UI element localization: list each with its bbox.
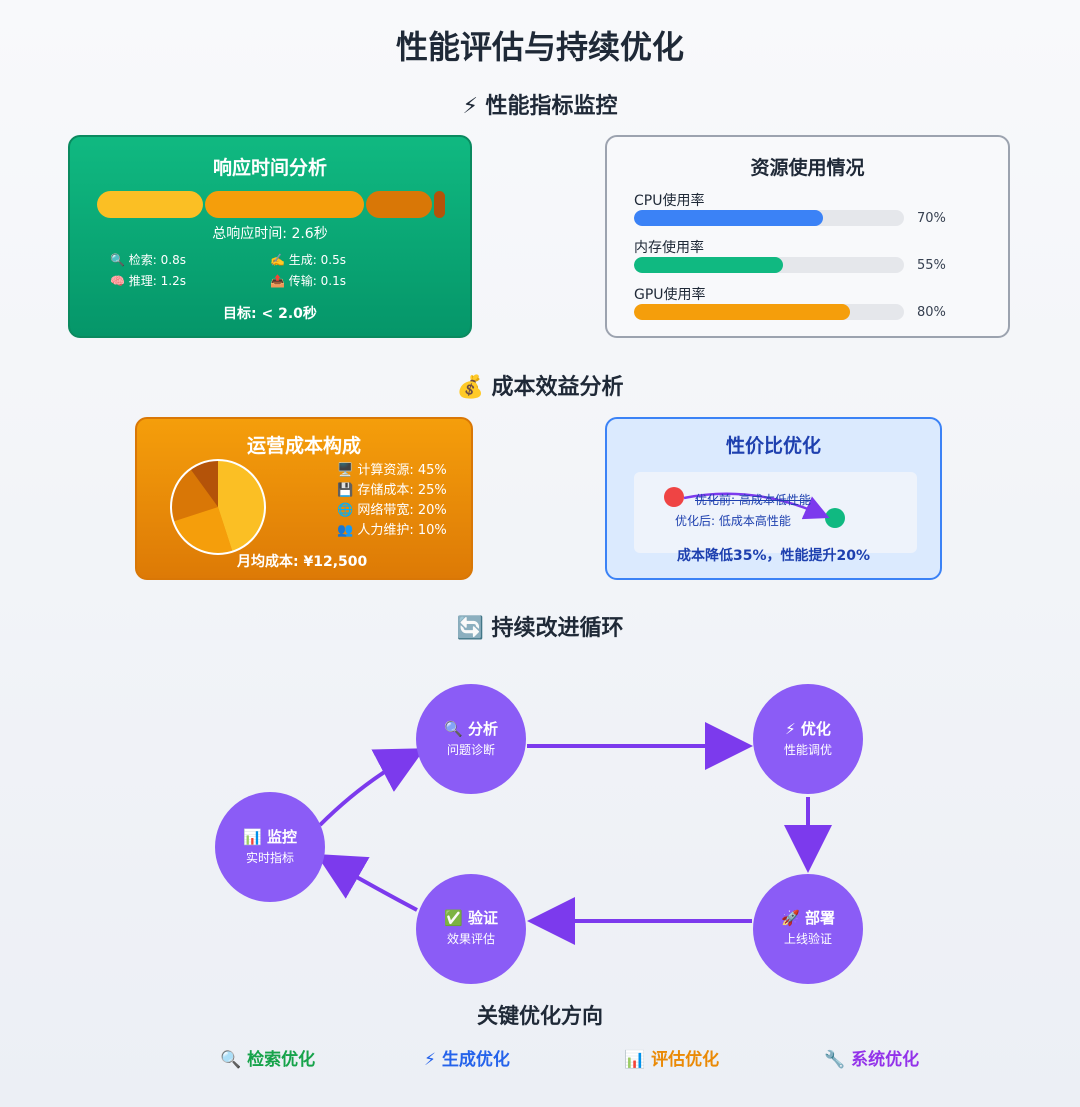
cpu-label: CPU使用率	[634, 193, 705, 209]
analyze-subtitle: 问题诊断	[447, 742, 495, 757]
stat-generate: ✍️ 生成: 0.5s	[270, 253, 346, 267]
cpu-progress-fill	[634, 210, 823, 226]
direction-generation: ⚡ 生成优化	[424, 1050, 510, 1070]
improvement-arrow	[683, 492, 830, 520]
section-title-metrics: ⚡ 性能指标监控	[462, 94, 618, 119]
monthly-cost: 月均成本: ¥12,500	[237, 554, 368, 570]
legend-storage: 💾 存储成本: 25%	[337, 483, 447, 498]
legend-labor: 👥 人力维护: 10%	[337, 523, 447, 538]
verify-title: ✅ 验证	[444, 909, 498, 927]
memory-label: 内存使用率	[634, 240, 704, 256]
legend-network: 🌐 网络带宽: 20%	[337, 503, 447, 518]
legend-compute: 🖥️ 计算资源: 45%	[337, 463, 447, 478]
gpu-label: GPU使用率	[634, 287, 706, 303]
gpu-progress-fill	[634, 304, 850, 320]
arrow-monitor-to-analyze	[318, 748, 426, 827]
perf-card-title: 性价比优化	[725, 435, 821, 457]
cycle-node-analyze: 🔍 分析 问题诊断	[416, 684, 526, 794]
cycle-node-verify: ✅ 验证 效果评估	[416, 874, 526, 984]
page-title: 性能评估与持续优化	[395, 28, 684, 66]
deploy-title: 🚀 部署	[781, 909, 835, 927]
verify-subtitle: 效果评估	[447, 931, 495, 946]
cost-pie-chart	[170, 459, 266, 555]
gpu-progress-bar	[634, 304, 904, 320]
analyze-title: 🔍 分析	[444, 719, 498, 738]
memory-value: 55%	[917, 258, 946, 273]
after-note: 优化后: 低成本高性能	[675, 514, 791, 528]
monitor-subtitle: 实时指标	[246, 850, 294, 865]
memory-progress-fill	[634, 257, 783, 273]
response-card-title: 响应时间分析	[212, 157, 327, 179]
response-time-card: 响应时间分析 总响应时间: 2.6秒 🔍 检索: 0.8s ✍️ 生成: 0.5…	[68, 135, 472, 338]
arrow-verify-to-monitor	[316, 854, 418, 912]
response-segment-传输	[433, 191, 445, 218]
response-segment-检索	[97, 191, 203, 218]
cycle-node-deploy: 🚀 部署 上线验证	[753, 874, 863, 984]
response-total: 总响应时间: 2.6秒	[212, 226, 328, 242]
directions-title: 关键优化方向	[477, 1004, 603, 1028]
cpu-value: 70%	[917, 211, 946, 226]
perf-comparison-panel: 优化前: 高成本低性能 优化后: 低成本高性能	[634, 472, 917, 553]
perf-summary: 成本降低35%，性能提升20%	[676, 548, 871, 564]
monitor-title: 📊 监控	[243, 828, 297, 846]
stat-transfer: 📤 传输: 0.1s	[270, 274, 346, 288]
before-note: 优化前: 高成本低性能	[695, 493, 811, 507]
cost-breakdown-card: 运营成本构成 🖥️ 计算资源: 45% 💾 存储成本: 25% 🌐 网络带宽: …	[135, 417, 473, 580]
cycle-node-monitor: 📊 监控 实时指标	[215, 792, 325, 902]
stat-reason: 🧠 推理: 1.2s	[110, 274, 186, 288]
pie-slice-网络带宽	[171, 468, 218, 522]
section-title-cost: 💰 成本效益分析	[456, 375, 624, 400]
direction-system: 🔧 系统优化	[824, 1050, 920, 1070]
response-target: 目标: < 2.0秒	[223, 306, 317, 322]
cpu-progress-bar	[634, 210, 904, 226]
resource-card-title: 资源使用情况	[750, 157, 865, 179]
resource-usage-card: 资源使用情况 CPU使用率 70% 内存使用率 55% GPU使用率 80%	[605, 135, 1010, 338]
response-segment-生成	[366, 191, 432, 218]
perf-comparison-graphic	[664, 487, 845, 528]
optimize-subtitle: 性能调优	[784, 743, 832, 757]
before-point	[664, 487, 684, 507]
deploy-subtitle: 上线验证	[784, 931, 832, 946]
cost-performance-card: 性价比优化 优化前: 高成本低性能 优化后: 低成本高性能 成本降低35%，性能…	[605, 417, 942, 580]
pie-slice-计算资源	[218, 460, 265, 552]
section-title-cycle: 🔄 持续改进循环	[456, 616, 624, 641]
cycle-node-optimize: ⚡ 优化 性能调优	[753, 684, 863, 794]
cost-card-title: 运营成本构成	[246, 435, 361, 457]
gpu-value: 80%	[917, 305, 946, 320]
pie-slice-人力维护	[190, 460, 218, 507]
optimize-title: ⚡ 优化	[785, 720, 831, 738]
after-point	[825, 508, 845, 528]
response-segment-推理	[204, 191, 365, 218]
direction-evaluation: 📊 评估优化	[624, 1050, 720, 1070]
improvement-cycle-diagram: 📊 监控 实时指标 🔍 分析 问题诊断 ⚡ 优化 性能调优 🚀 部署 上线验证 …	[215, 684, 863, 984]
pie-outline	[170, 459, 266, 555]
memory-progress-bar	[634, 257, 904, 273]
stat-retrieve: 🔍 检索: 0.8s	[110, 253, 186, 267]
direction-retrieval: 🔍 检索优化	[220, 1050, 316, 1070]
